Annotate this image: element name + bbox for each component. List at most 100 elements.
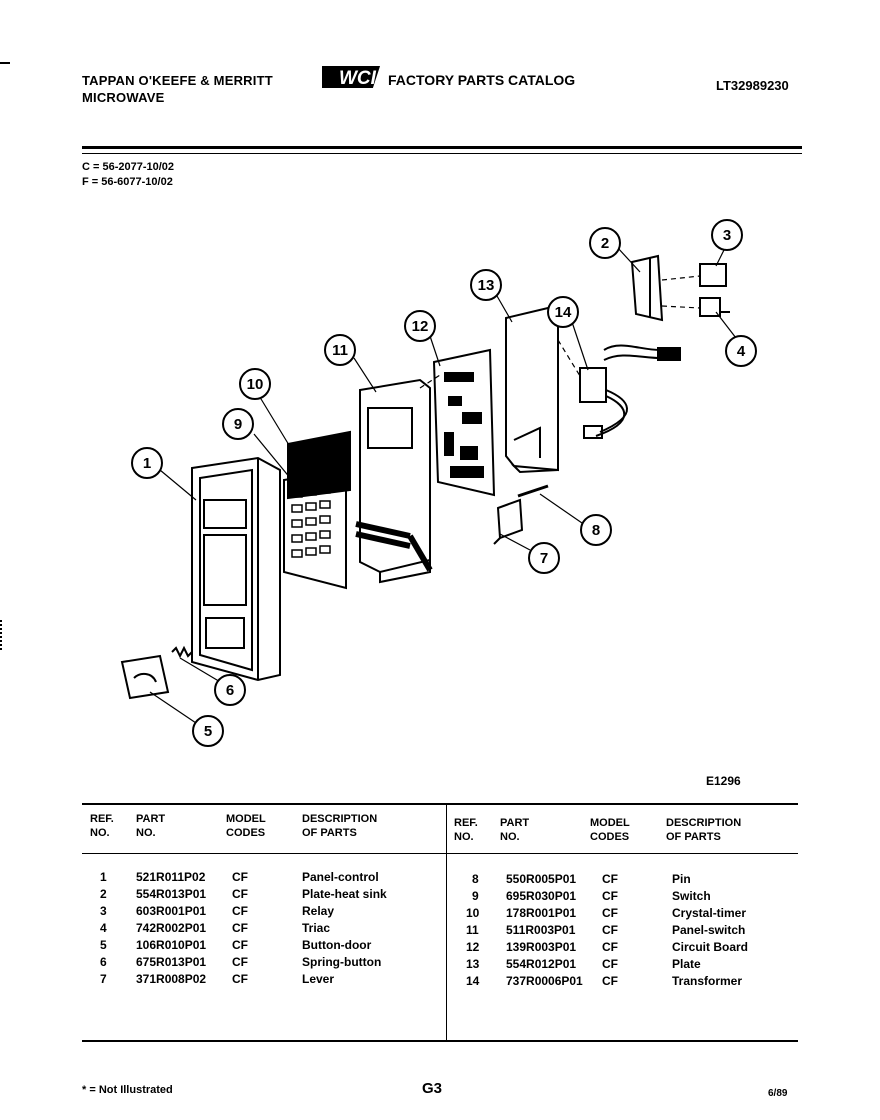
header-model-codes-right: MODEL CODES [590, 817, 630, 843]
manufacturer-heading: TAPPAN O'KEEFE & MERRITT MICROWAVE [82, 72, 273, 106]
ref-no: 14 [466, 974, 480, 988]
header-ref-no-right: REF. NO. [454, 817, 478, 843]
part-transformer [579, 344, 681, 439]
model-code: CF [602, 957, 618, 971]
part-no: 695R030P01 [506, 889, 577, 903]
revision-date: 6/89 [768, 1088, 788, 1099]
header-description-right: DESCRIPTION OF PARTS [666, 817, 742, 843]
model-code: CF [232, 938, 248, 952]
part-no: 371R008P02 [136, 972, 207, 986]
part-description: Relay [302, 904, 335, 918]
part-no: 603R001P01 [136, 904, 207, 918]
wci-logo: WCI [322, 66, 381, 89]
part-no: 742R002P01 [136, 921, 207, 935]
table-rule-header [82, 853, 798, 854]
part-description: Circuit Board [672, 940, 749, 954]
part-switch-panel [355, 378, 433, 584]
model-code-c: C = 56-2077-10/02 [82, 161, 175, 173]
ref-no: 13 [466, 957, 480, 971]
table-row: 14 737R0006P01 CF Transformer [454, 974, 798, 991]
part-no: 554R012P01 [506, 957, 577, 971]
ref-no: 7 [100, 972, 107, 986]
svg-text:10: 10 [247, 376, 264, 393]
part-description: Transformer [672, 974, 743, 988]
part-no: 550R005P01 [506, 872, 577, 886]
ref-no: 8 [472, 872, 479, 886]
part-no: 178R001P01 [506, 906, 577, 920]
part-description: Button-door [302, 938, 372, 952]
part-no: 737R0006P01 [506, 974, 583, 988]
callout-9: 9 [222, 408, 254, 440]
table-row: 13 554R012P01 CF Plate [454, 957, 798, 974]
part-description: Lever [302, 972, 335, 986]
table-row: 10 178R001P01 CF Crystal-timer [454, 906, 798, 923]
model-code: CF [602, 872, 618, 886]
callout-3: 3 [711, 219, 743, 251]
table-divider [446, 803, 447, 1040]
svg-text:12: 12 [412, 318, 429, 335]
header-part-no-right: PART NO. [500, 817, 530, 843]
callout-5: 5 [192, 715, 224, 747]
part-description: Panel-control [302, 870, 379, 884]
model-code: CF [232, 887, 248, 901]
table-rule-bottom [82, 1040, 798, 1042]
table-row: 3 603R001P01 CF Relay [90, 904, 440, 921]
part-description: Switch [672, 889, 711, 903]
ref-no: 12 [466, 940, 480, 954]
part-description: Plate-heat sink [302, 887, 387, 901]
ref-no: 10 [466, 906, 480, 920]
part-relay [699, 263, 727, 287]
table-row: 6 675R013P01 CF Spring-button [90, 955, 440, 972]
ref-no: 2 [100, 887, 107, 901]
part-no: 521R011P02 [136, 870, 206, 884]
part-no: 675R013P01 [136, 955, 207, 969]
svg-text:2: 2 [601, 235, 609, 252]
callout-8: 8 [580, 514, 612, 546]
part-no: 511R003P01 [506, 923, 576, 937]
ref-no: 3 [100, 904, 107, 918]
part-description: Crystal-timer [672, 906, 747, 920]
callout-7: 7 [528, 542, 560, 574]
figure-code: E1296 [706, 774, 741, 788]
part-switch-membrane [283, 468, 347, 590]
callout-12: 12 [404, 310, 436, 342]
callout-6: 6 [214, 674, 246, 706]
model-code: CF [232, 955, 248, 969]
table-row: 11 511R003P01 CF Panel-switch [454, 923, 798, 940]
callout-1: 1 [131, 447, 163, 479]
model-code: CF [602, 923, 618, 937]
part-no: 106R010P01 [136, 938, 207, 952]
callout-4: 4 [725, 335, 757, 367]
part-description: Pin [672, 872, 691, 886]
svg-text:13: 13 [478, 277, 495, 294]
ref-no: 4 [100, 921, 107, 935]
ref-no: 6 [100, 955, 107, 969]
table-row: 9 695R030P01 CF Switch [454, 889, 798, 906]
table-rule-top [82, 803, 798, 805]
svg-text:8: 8 [592, 522, 600, 539]
part-circuit-board [432, 348, 496, 497]
product-type: MICROWAVE [82, 90, 165, 105]
callouts: 1 2 3 4 5 6 7 8 [131, 219, 757, 747]
part-no: 554R013P01 [136, 887, 207, 901]
not-illustrated-note: * = Not Illustrated [82, 1084, 173, 1096]
callout-11: 11 [324, 334, 356, 366]
part-no: 139R003P01 [506, 940, 577, 954]
exploded-parts-diagram: 1 2 3 4 5 6 7 8 [120, 219, 757, 747]
header-part-no: PART NO. [136, 813, 166, 839]
callout-10: 10 [239, 368, 271, 400]
part-description: Spring-button [302, 955, 382, 969]
catalog-title: FACTORY PARTS CATALOG [388, 72, 576, 88]
part-description: Triac [302, 921, 331, 935]
table-row: 8 550R005P01 CF Pin [454, 872, 798, 889]
model-code: CF [602, 889, 618, 903]
model-code: CF [232, 870, 248, 884]
table-row: 7 371R008P02 CF Lever [90, 972, 440, 989]
part-lever [493, 498, 524, 545]
svg-text:7: 7 [540, 550, 548, 567]
callout-13: 13 [470, 269, 502, 301]
ref-no: 11 [466, 923, 479, 937]
part-description: Plate [672, 957, 701, 971]
callout-14: 14 [547, 296, 579, 328]
part-control-panel [191, 456, 281, 682]
